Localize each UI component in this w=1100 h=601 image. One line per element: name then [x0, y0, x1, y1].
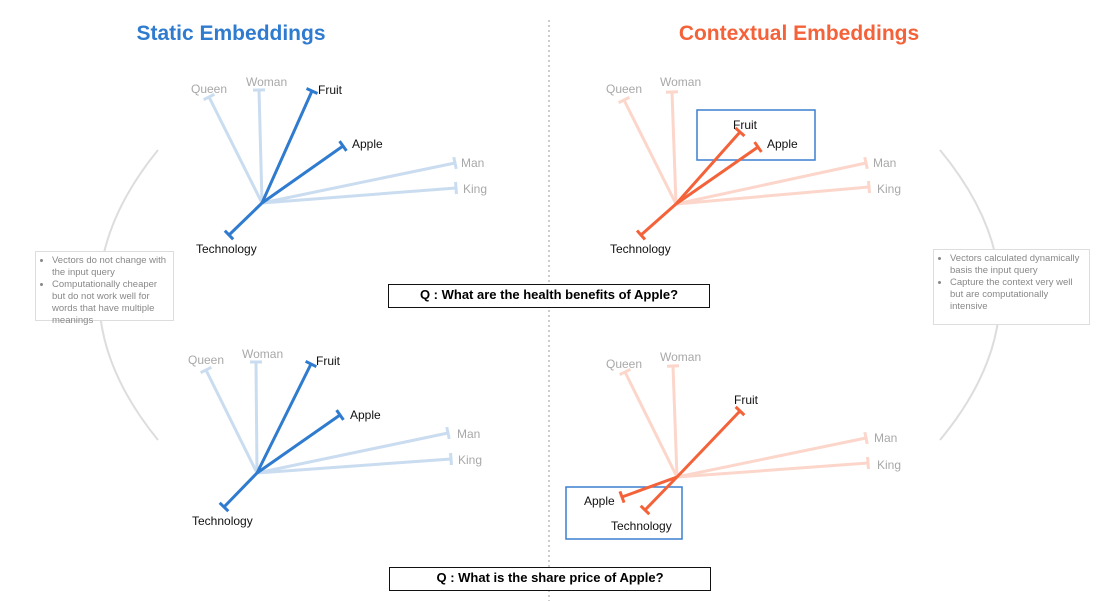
word-label: Woman — [246, 75, 287, 89]
vector-man — [261, 161, 456, 205]
vector-cap-fruit — [304, 359, 318, 369]
word-label: King — [877, 182, 901, 196]
vector-cap-man — [863, 431, 869, 445]
contextual-title: Contextual Embeddings — [679, 22, 919, 45]
word-label: Apple — [767, 137, 798, 151]
word-label: Technology — [610, 242, 671, 256]
vector-woman — [670, 91, 678, 205]
vector-cap-technology — [639, 504, 651, 516]
vector-cap-king — [454, 181, 458, 195]
word-label: Technology — [196, 242, 257, 256]
word-label: Apple — [584, 494, 615, 508]
vector-technology — [222, 471, 259, 509]
note-item: Vectors do not change with the input que… — [52, 255, 167, 279]
contextual-notes: Vectors calculated dynamically basis the… — [933, 249, 1090, 325]
note-item: Computationally cheaper but do not work … — [52, 279, 167, 327]
vector-cap-man — [445, 426, 451, 440]
note-item: Capture the context very well but are co… — [950, 277, 1083, 313]
vector-cap-king — [866, 180, 872, 194]
vector-cap-apple — [338, 140, 348, 152]
static-title: Static Embeddings — [136, 22, 325, 45]
vector-cap-technology — [218, 501, 230, 513]
word-label: Fruit — [318, 83, 343, 97]
vector-queen — [207, 96, 264, 204]
vector-technology — [640, 202, 677, 237]
word-label: Queen — [606, 82, 642, 96]
vector-king — [675, 185, 870, 206]
vector-man — [676, 436, 867, 479]
vector-technology — [643, 475, 679, 512]
vector-cap-fruit — [734, 405, 746, 417]
vector-fruit — [260, 90, 314, 204]
word-label: Woman — [242, 347, 283, 361]
vector-woman — [254, 361, 259, 474]
word-label: Queen — [191, 82, 227, 96]
vector-fruit — [675, 409, 742, 479]
vector-cap-man — [863, 156, 869, 170]
highlight-box-apple-technology — [565, 486, 683, 540]
word-label: Apple — [350, 408, 381, 422]
vector-woman — [257, 89, 264, 204]
vector-cap-man — [452, 156, 458, 170]
word-label: Man — [457, 427, 480, 441]
vector-apple — [621, 475, 678, 499]
vector-man — [256, 431, 449, 475]
vector-cap-fruit — [305, 87, 319, 95]
vector-cap-queen — [199, 365, 213, 375]
vector-king — [676, 461, 869, 479]
word-label: Woman — [660, 75, 701, 89]
vector-queen — [622, 99, 678, 205]
vector-cap-queen — [618, 367, 632, 377]
word-label: Man — [461, 156, 484, 170]
vector-cap-king — [449, 452, 453, 466]
word-label: King — [877, 458, 901, 472]
word-label: Apple — [352, 137, 383, 151]
word-label: Man — [874, 431, 897, 445]
word-label: King — [463, 182, 487, 196]
question-2: Q : What is the share price of Apple? — [389, 567, 711, 591]
vector-cap-apple — [618, 490, 626, 504]
vector-apple — [675, 145, 759, 206]
vector-queen — [204, 369, 259, 474]
question-1: Q : What are the health benefits of Appl… — [388, 284, 710, 308]
vector-fruit — [674, 131, 742, 205]
vector-technology — [227, 201, 264, 237]
static-notes: Vectors do not change with the input que… — [35, 251, 174, 326]
vector-apple — [261, 144, 344, 205]
vector-cap-queen — [202, 92, 216, 102]
word-label: Technology — [611, 519, 672, 533]
vector-cap-apple — [335, 409, 345, 421]
vector-cap-apple — [753, 141, 763, 153]
vector-cap-queen — [617, 95, 631, 105]
vector-king — [256, 457, 452, 475]
vector-woman — [671, 365, 679, 478]
vector-cap-king — [866, 456, 870, 470]
word-label: Man — [873, 156, 896, 170]
vector-king — [261, 186, 457, 205]
word-label: Queen — [188, 353, 224, 367]
vector-apple — [256, 413, 341, 475]
vector-queen — [623, 371, 679, 478]
vector-cap-technology — [635, 229, 647, 241]
highlight-box-fruit-apple — [696, 109, 816, 161]
word-label: Technology — [192, 514, 253, 528]
note-item: Vectors calculated dynamically basis the… — [950, 253, 1083, 277]
word-label: Queen — [606, 357, 642, 371]
word-label: Fruit — [316, 354, 341, 368]
vector-cap-fruit — [734, 126, 746, 138]
word-label: Woman — [660, 350, 701, 364]
vector-fruit — [255, 363, 313, 474]
word-label: King — [458, 453, 482, 467]
vector-man — [675, 161, 867, 206]
word-label: Fruit — [734, 393, 759, 407]
vector-cap-technology — [223, 229, 235, 241]
word-label: Fruit — [733, 118, 758, 132]
